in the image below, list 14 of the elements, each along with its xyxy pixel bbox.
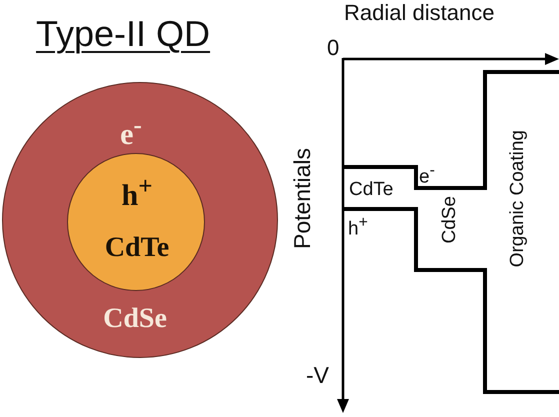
material-label: CdSe (103, 305, 167, 333)
axis-tick-label: -V (306, 364, 329, 387)
axis-title: Radial distance (344, 2, 494, 24)
material-label: CdTe (104, 234, 170, 262)
charge-carrier-label: e$^{-}$ (419, 163, 435, 186)
title: Type-II QD (36, 16, 210, 52)
axis-tick-label: 0 (327, 37, 340, 59)
layer-label: Organic Coating (508, 130, 527, 268)
material-label: CdSe (440, 196, 459, 244)
charge-carrier-label: h$^{+}$ (122, 174, 152, 211)
material-label: CdTe (349, 180, 394, 199)
charge-carrier-label: h$^{+}$ (348, 215, 368, 238)
charge-carrier-label: e$^{-}$ (120, 113, 142, 150)
axis-title: Potentials (291, 148, 314, 250)
